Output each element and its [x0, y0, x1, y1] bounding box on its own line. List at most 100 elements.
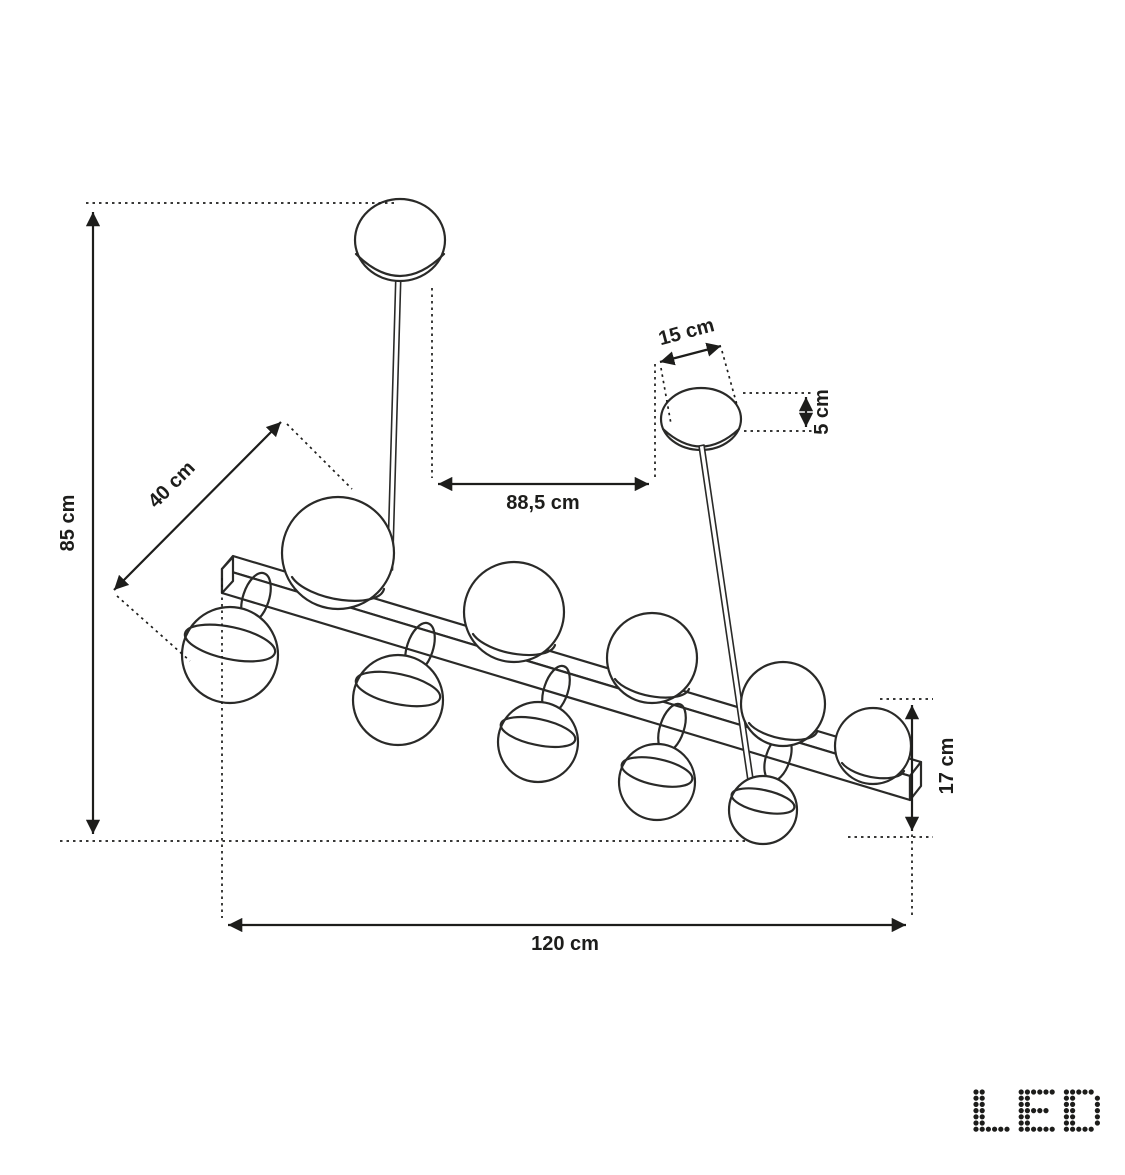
- extension-line: [286, 423, 353, 490]
- logo-dot: [973, 1126, 979, 1132]
- logo-dot: [1082, 1126, 1088, 1132]
- logo-dot: [979, 1101, 985, 1107]
- logo-dot: [1063, 1120, 1069, 1126]
- logo-dot: [973, 1120, 979, 1126]
- logo-dot: [1043, 1126, 1049, 1132]
- logo-dot: [1018, 1114, 1024, 1120]
- logo-dot: [1070, 1089, 1076, 1095]
- logo-dot: [1070, 1114, 1076, 1120]
- dimension-arrow: [659, 342, 722, 366]
- logo-dot: [1082, 1089, 1088, 1095]
- logo-dot: [1018, 1095, 1024, 1101]
- logo-dot: [1070, 1101, 1076, 1107]
- sphere-holder: [471, 632, 557, 657]
- lamp-artwork: [180, 197, 923, 846]
- logo-dot: [1043, 1108, 1049, 1114]
- logo-dot: [1018, 1126, 1024, 1132]
- logo-dot: [979, 1126, 985, 1132]
- logo-dot: [1037, 1108, 1043, 1114]
- logo-dot: [1024, 1108, 1030, 1114]
- logo-dot: [979, 1095, 985, 1101]
- logo-dot: [1094, 1101, 1100, 1107]
- logo-dot: [1031, 1108, 1037, 1114]
- glass-sphere-lower: [351, 653, 445, 747]
- logo-dot: [1018, 1108, 1024, 1114]
- led-logo: [973, 1089, 1100, 1132]
- logo-dot: [1076, 1089, 1082, 1095]
- extension-line: [721, 350, 738, 406]
- glass-sphere-upper: [833, 706, 913, 786]
- lower-spheres: [180, 605, 799, 846]
- logo-dot: [1070, 1108, 1076, 1114]
- logo-dot: [1094, 1114, 1100, 1120]
- logo-dot: [1024, 1120, 1030, 1126]
- logo-dot: [1088, 1089, 1094, 1095]
- dim-label-5cm: 5 cm: [811, 389, 833, 435]
- logo-dot: [1063, 1126, 1069, 1132]
- dimension-canopy-spacing: 88,5 cm: [431, 288, 656, 514]
- logo-dot: [1031, 1126, 1037, 1132]
- extension-line: [660, 367, 672, 425]
- dim-label-40cm: 40 cm: [144, 457, 200, 513]
- dim-label-85cm: 85 cm: [57, 495, 79, 552]
- glass-sphere-upper: [462, 560, 566, 664]
- sphere-holder: [290, 575, 386, 602]
- dim-label-88-5cm: 88,5 cm: [506, 492, 579, 514]
- logo-dot: [979, 1114, 985, 1120]
- ceiling-mount-right: [659, 386, 743, 452]
- dimension-overall-height: 85 cm: [57, 202, 745, 842]
- dimension-overall-width: 120 cm: [221, 578, 913, 955]
- logo-dot: [1076, 1126, 1082, 1132]
- logo-dot: [1024, 1089, 1030, 1095]
- extension-line: [116, 595, 191, 662]
- dim-label-120cm: 120 cm: [531, 933, 599, 955]
- logo-dot: [1024, 1126, 1030, 1132]
- logo-dot: [998, 1126, 1004, 1132]
- logo-dot: [1070, 1126, 1076, 1132]
- sphere-holder: [840, 761, 906, 780]
- logo-dot: [979, 1120, 985, 1126]
- logo-dot: [1018, 1089, 1024, 1095]
- logo-dot: [1024, 1095, 1030, 1101]
- upper-spheres: [280, 495, 913, 786]
- logo-dot: [1094, 1108, 1100, 1114]
- logo-dot: [973, 1114, 979, 1120]
- dim-label-17cm: 17 cm: [936, 738, 958, 795]
- logo-dot: [1088, 1126, 1094, 1132]
- logo-dot: [1018, 1120, 1024, 1126]
- logo-dot: [973, 1108, 979, 1114]
- logo-dot: [1094, 1095, 1100, 1101]
- logo-dot: [1063, 1114, 1069, 1120]
- dimension-arrow: [113, 421, 282, 591]
- logo-dot: [979, 1089, 985, 1095]
- logo-dot: [979, 1108, 985, 1114]
- logo-dot: [1063, 1101, 1069, 1107]
- logo-dot: [985, 1126, 991, 1132]
- logo-dot: [1070, 1095, 1076, 1101]
- logo-dot: [992, 1126, 998, 1132]
- logo-dot: [1031, 1089, 1037, 1095]
- logo-dot: [1063, 1095, 1069, 1101]
- glass-sphere-lower: [617, 742, 697, 822]
- logo-dot: [1037, 1089, 1043, 1095]
- dimension-canopy-height: 5 cm: [743, 389, 833, 435]
- logo-dot: [973, 1101, 979, 1107]
- glass-sphere-lower: [180, 605, 280, 705]
- glass-sphere-upper: [280, 495, 396, 611]
- logo-dot: [1004, 1126, 1010, 1132]
- logo-dot: [1024, 1101, 1030, 1107]
- upper-sphere-holders: [290, 575, 906, 780]
- sphere-holder: [613, 677, 691, 699]
- logo-dot: [1043, 1089, 1049, 1095]
- logo-dot: [1049, 1126, 1055, 1132]
- logo-dot: [1063, 1089, 1069, 1095]
- logo-dot: [1094, 1120, 1100, 1126]
- glass-sphere-upper: [739, 660, 827, 748]
- logo-dot: [973, 1095, 979, 1101]
- sphere-holder: [747, 721, 819, 741]
- logo-dot: [973, 1089, 979, 1095]
- glass-sphere-upper: [605, 611, 699, 705]
- dim-label-15cm: 15 cm: [656, 314, 716, 350]
